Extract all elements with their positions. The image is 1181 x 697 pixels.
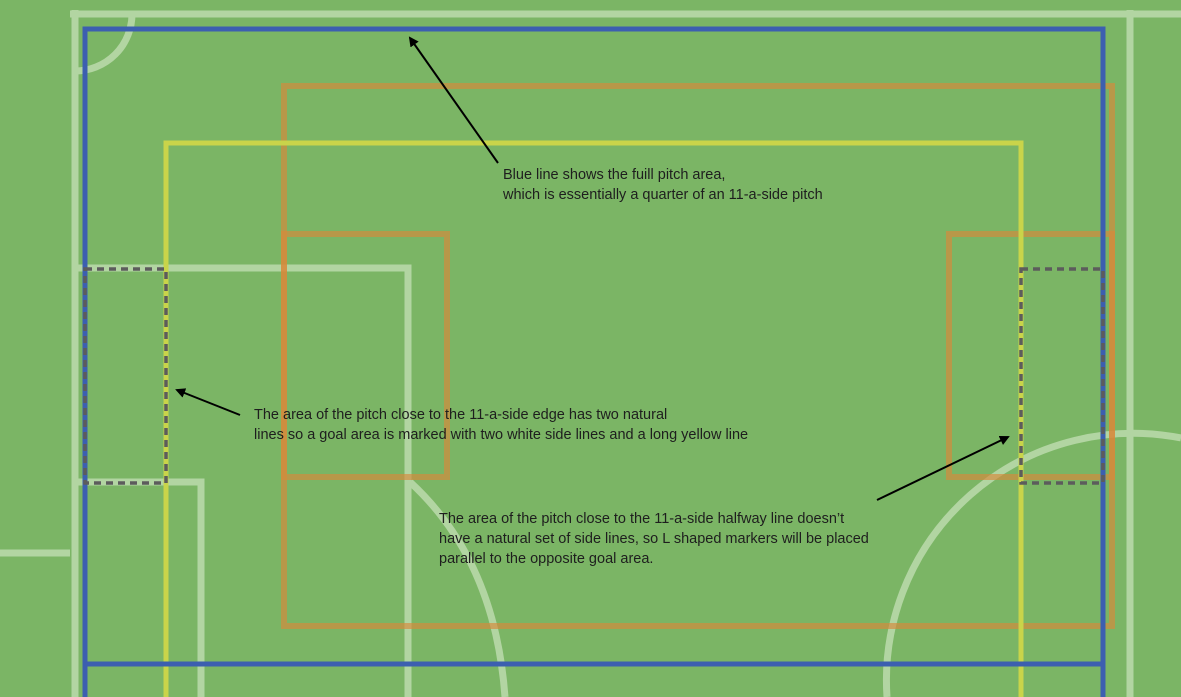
arrow-full-pitch [408, 36, 499, 164]
arrow-halfway-goal-area [876, 435, 1010, 501]
edge-goal-area-note: The area of the pitch close to the 11-a-… [254, 405, 748, 445]
orange-right-goal-area [946, 231, 1115, 480]
note-line: parallel to the opposite goal area. [439, 551, 654, 567]
penalty-box-line [75, 264, 412, 697]
full-pitch-note: Blue line shows the fuill pitch area, wh… [503, 165, 823, 205]
eleven-a-side-markings [0, 10, 1181, 697]
note-line: The area of the pitch close to the 11-a-… [439, 511, 845, 527]
left-goal-area-dashed [83, 267, 168, 485]
note-line: which is essentially a quarter of an 11-… [503, 187, 823, 203]
note-line: Blue line shows the fuill pitch area, [503, 167, 726, 183]
note-line: have a natural set of side lines, so L s… [439, 531, 869, 547]
note-line: The area of the pitch close to the 11-a-… [254, 407, 668, 423]
orange-left-goal-area [281, 231, 450, 480]
orange-areas [281, 83, 1115, 629]
halfway-goal-area-note: The area of the pitch close to the 11-a-… [439, 509, 869, 569]
goal-area-line [75, 478, 205, 697]
centre-circle [882, 429, 1181, 697]
right-goal-area-dashed [1019, 267, 1105, 485]
arrow-edge-goal-area [175, 388, 241, 416]
note-line: lines so a goal area is marked with two … [254, 427, 749, 443]
